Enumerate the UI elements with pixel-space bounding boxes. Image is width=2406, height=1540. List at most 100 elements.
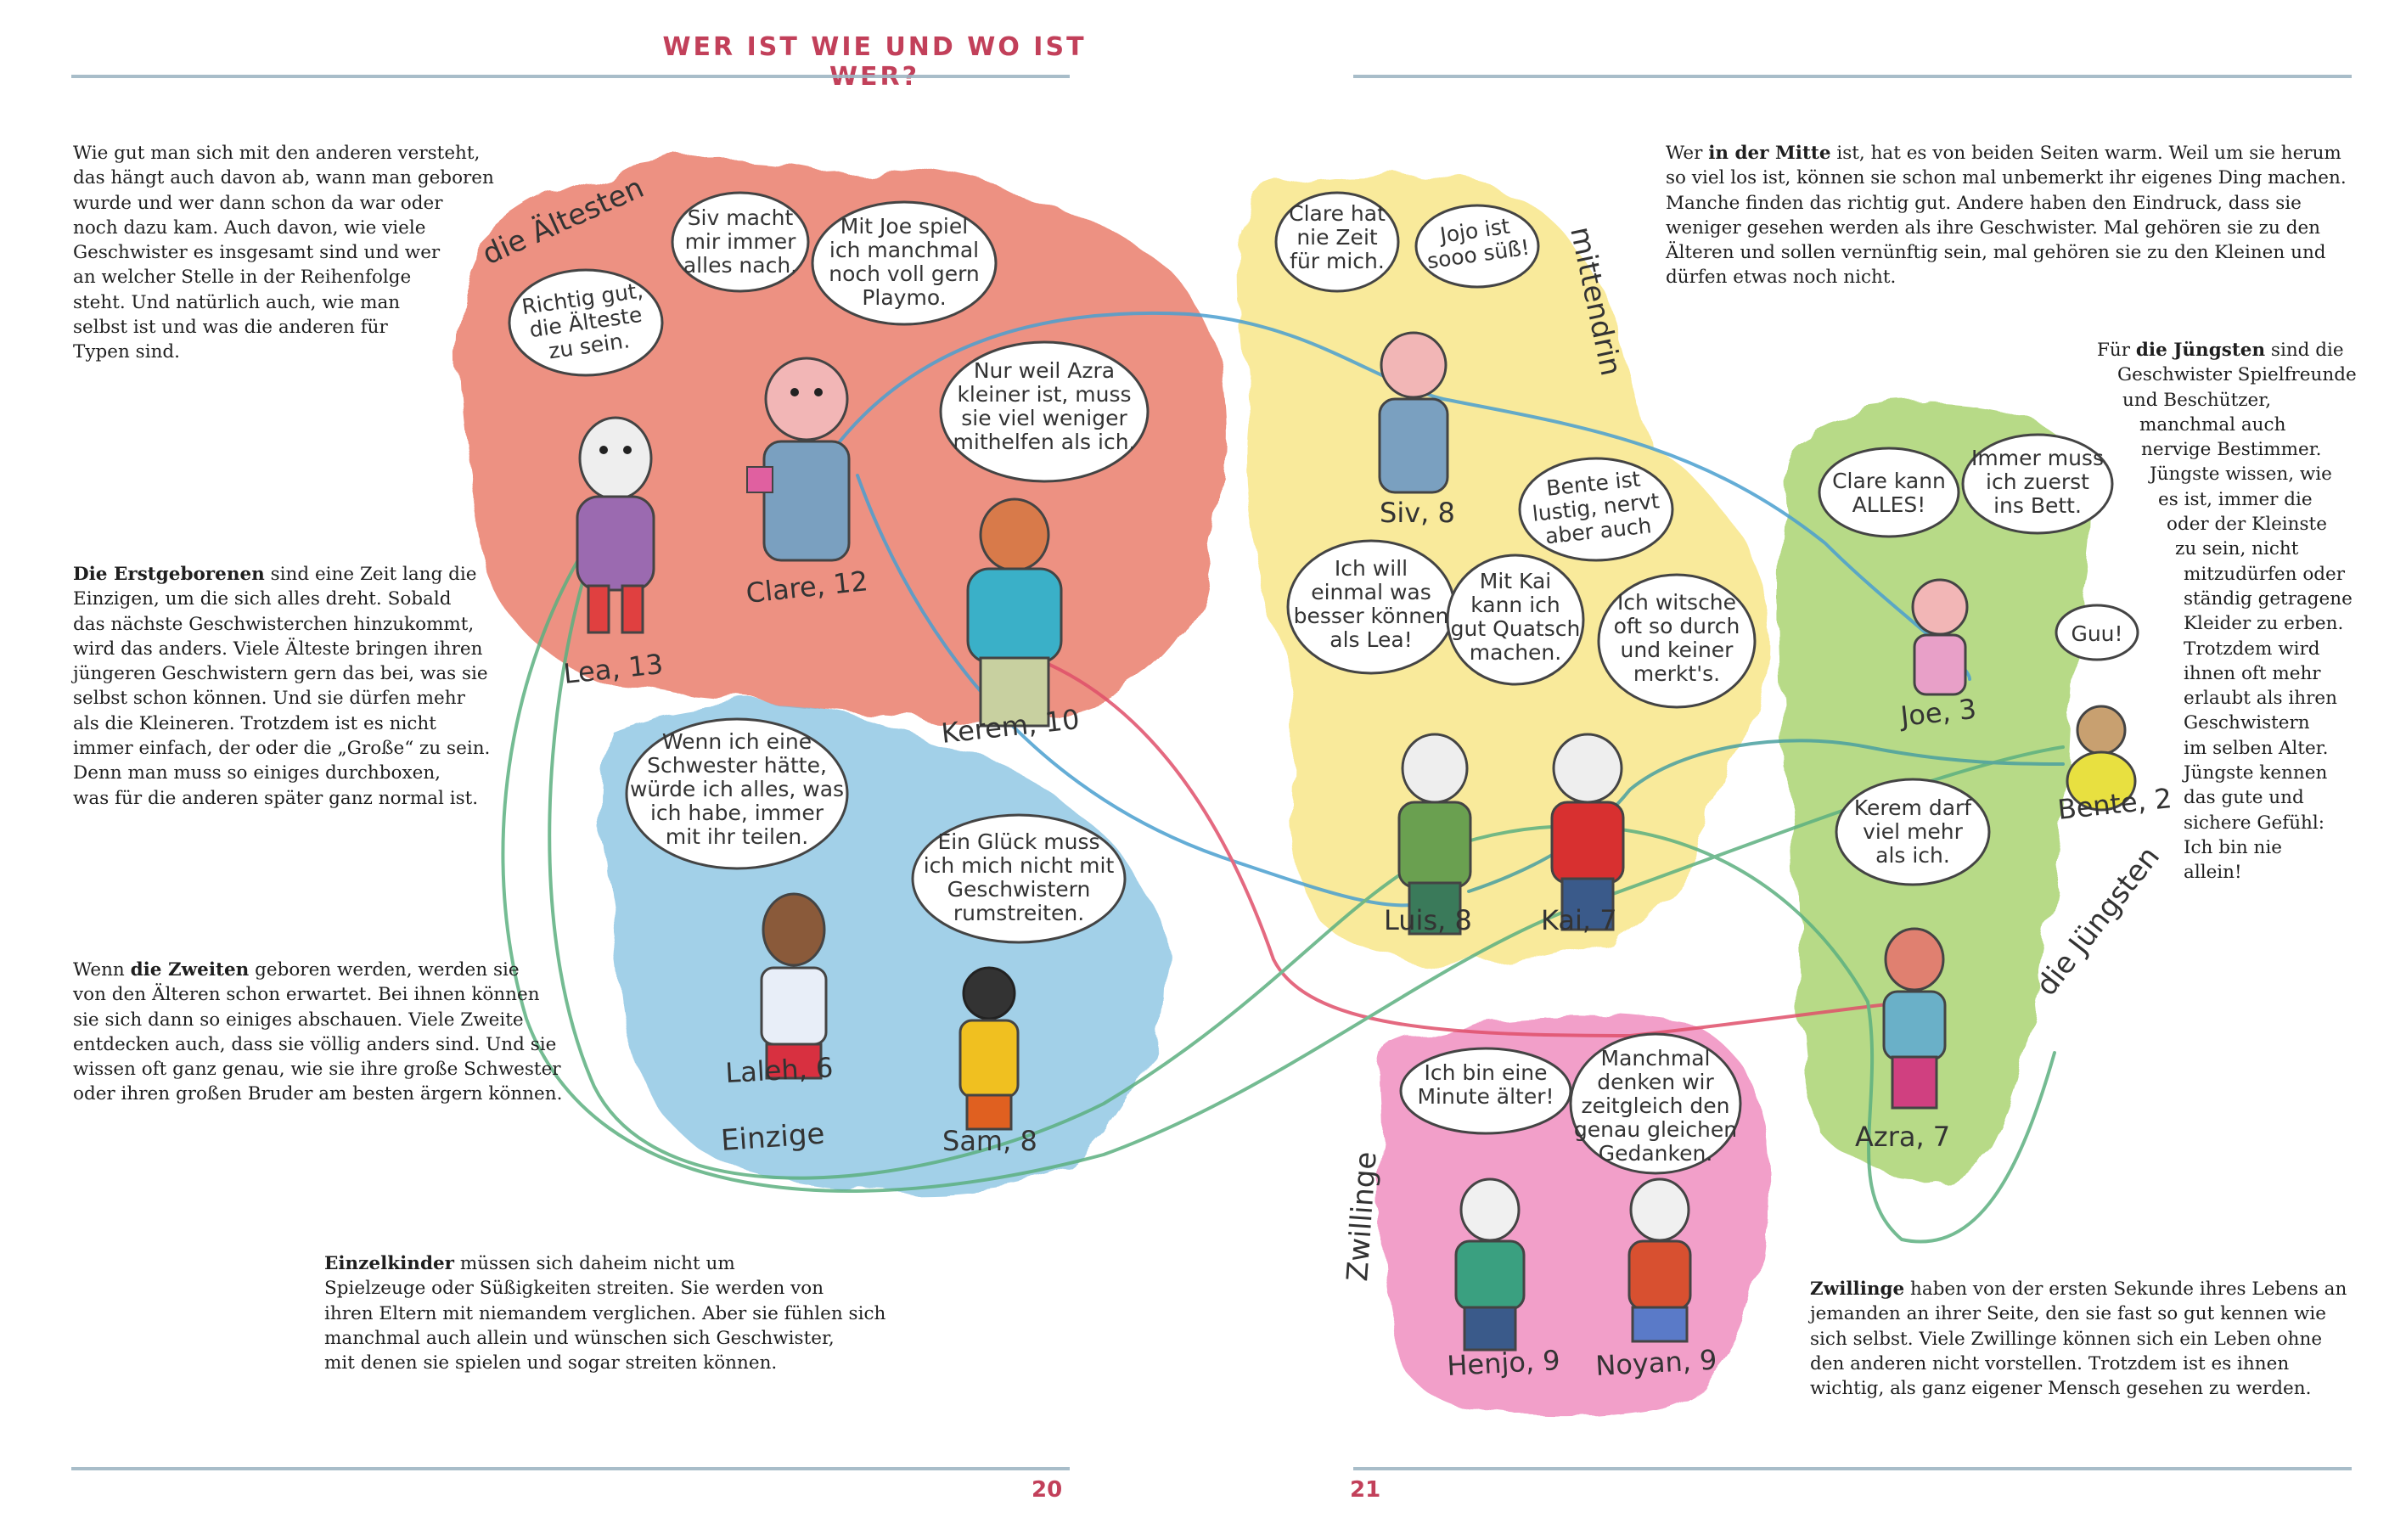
juengste-line-5: Jüngste wissen, wie [2150,464,2332,486]
einzel-line-4: mit denen sie spielen und sogar streiten… [324,1352,778,1374]
character-noyan [1627,1177,1692,1343]
juengste-line-2: und Beschützer, [2122,389,2272,411]
bubble-kai-quatsch-shape [1446,554,1585,686]
label-kai: Kai, 7 [1541,904,1617,936]
intro-line-7: selbst ist und was die anderen für [73,317,388,339]
bottom-rule-left [71,1467,1070,1470]
juengste-line-18: das gute und [2184,787,2304,809]
erst-line-1: Einzigen, um die sich alles dreht. Sobal… [73,588,452,610]
zweit-line-5: oder ihren großen Bruder am besten ärger… [73,1083,563,1105]
juengste-line-16: im selben Alter. [2184,737,2329,759]
mitte-line-2: Manche finden das richtig gut. Andere ha… [1666,192,2302,214]
bubble-manchmal-shape [1569,1032,1742,1175]
zweit-line-4: wissen oft ganz genau, wie sie ihre groß… [73,1059,561,1081]
bubble-clare-shape [671,191,810,293]
bubble-glueck-shape [911,813,1127,944]
juengste-line-9: mitzudürfen oder [2184,563,2346,585]
label-henjo: Henjo, 9 [1446,1344,1560,1382]
juengste-line-4: nervige Bestimmer. [2141,439,2322,461]
juengste-line-8: zu sein, nicht [2175,538,2299,560]
zwill-line-4: wichtig, als ganz eigener Mensch gesehen… [1810,1378,2312,1400]
paragraph-intro: Wie gut man sich mit den anderen versteh… [73,141,494,365]
character-laleh [760,892,828,1080]
einzel-line-2: ihren Eltern mit niemandem verglichen. A… [324,1302,886,1324]
erst-line-5: selbst schon können. Und sie dürfen mehr [73,688,465,710]
erst-line-9: was für die anderen später ganz normal i… [73,787,479,809]
character-henjo [1454,1177,1526,1352]
erst-line-7: immer einfach, der oder die „Große“ zu s… [73,738,491,760]
label-luis: Luis, 8 [1384,904,1472,936]
zwill-line-0: haben von der ersten Sekunde ihres Leben… [1904,1279,2347,1300]
paragraph-zweite: Wenn die Zweiten geboren werden, werden … [73,958,562,1107]
character-lea [576,416,655,634]
connection-line-green-2 [548,542,2056,1244]
mitte-line-4: Älteren und sollen vernünftig sein, mal … [1666,242,2326,264]
bubble-schwester-shape [625,717,849,870]
bubble-lea-shape [508,268,664,377]
juengste-line-6: es ist, immer die [2158,488,2313,510]
group-label-zwillinge: Zwillinge [1341,1150,1384,1282]
connection-line-blue [813,311,1971,681]
character-joe [1911,578,1969,696]
intro-line-2: wurde und wer dann schon da war oder [73,192,443,214]
intro-line-8: Typen sind. [73,341,181,363]
zweit-line-0: geboren werden, werden sie [249,959,520,981]
character-clare [746,357,851,562]
erst-line-6: als die Kleineren. Trotzdem ist es nicht [73,712,436,734]
group-label-einzige: Einzige [720,1117,826,1158]
top-rule-right [1353,75,2352,78]
zweit-pre: Wenn [73,959,131,981]
intro-line-3: noch dazu kam. Auch davon, wie viele [73,216,426,239]
juengste-line-21: allein! [2184,862,2242,884]
paragraph-erstgeborene: Die Erstgeborenen sind eine Zeit lang di… [73,562,490,811]
mitte-line-3: weniger gesehen werden als ihre Geschwis… [1666,216,2321,239]
bold-zwillinge: Zwillinge [1810,1279,1905,1300]
character-luis [1397,733,1472,936]
juengste-line-13: ihnen oft mehr [2184,662,2321,684]
juengste-line-1: Geschwister Spielfreunde [2117,364,2357,386]
bubble-jojo-shape [1414,204,1540,289]
character-kerem [966,497,1063,728]
zwill-line-2: sich selbst. Viele Zwillinge können sich… [1810,1328,2323,1350]
juengste-line-20: Ich bin nie [2184,836,2282,858]
label-laleh: Laleh, 6 [724,1051,834,1089]
bubble-kerem-darf-shape [1835,778,1991,886]
character-sam [958,966,1020,1131]
bubble-witsche-shape [1597,573,1757,709]
connection-line-red [992,644,1920,1038]
erst-line-4: jüngeren Geschwistern gern das bei, was … [73,663,488,685]
bold-juengste: die Jüngsten [2135,340,2266,361]
label-noyan: Noyan, 9 [1594,1344,1717,1382]
label-sam: Sam, 8 [942,1125,1037,1157]
zweit-line-2: sie sich dann so einiges abschauen. Viel… [73,1009,524,1031]
zweit-line-1: von den Älteren schon erwartet. Bei ihne… [73,984,540,1006]
bubble-azra-help-shape [939,340,1150,483]
bubble-clare-alles-shape [1818,447,1960,538]
juengste-line-19: sichere Gefühl: [2184,812,2325,834]
juengste-pre: Für [2097,340,2136,361]
bubble-clare-zeit-shape [1274,191,1400,293]
juengste-line-0: Für die Jüngsten sind die [2097,338,2352,363]
page-number-left: 20 [1032,1477,1063,1503]
character-kai [1550,733,1625,931]
juengste-line-0-text: sind die [2265,340,2344,361]
bottom-rule-right [1353,1467,2352,1470]
intro-line-0: Wie gut man sich mit den anderen versteh… [73,143,481,164]
erst-line-0: sind eine Zeit lang die [264,564,477,585]
intro-line-6: steht. Und natürlich auch, wie man [73,291,401,313]
erst-line-2: das nächste Geschwisterchen hinzukommt, [73,613,475,635]
bubble-bente-lustig-shape [1518,457,1674,562]
juengste-line-11: Kleider zu erben. [2184,613,2344,635]
mitte-line-5: dürfen etwas noch nicht. [1666,267,1897,289]
character-bente [2066,705,2137,812]
